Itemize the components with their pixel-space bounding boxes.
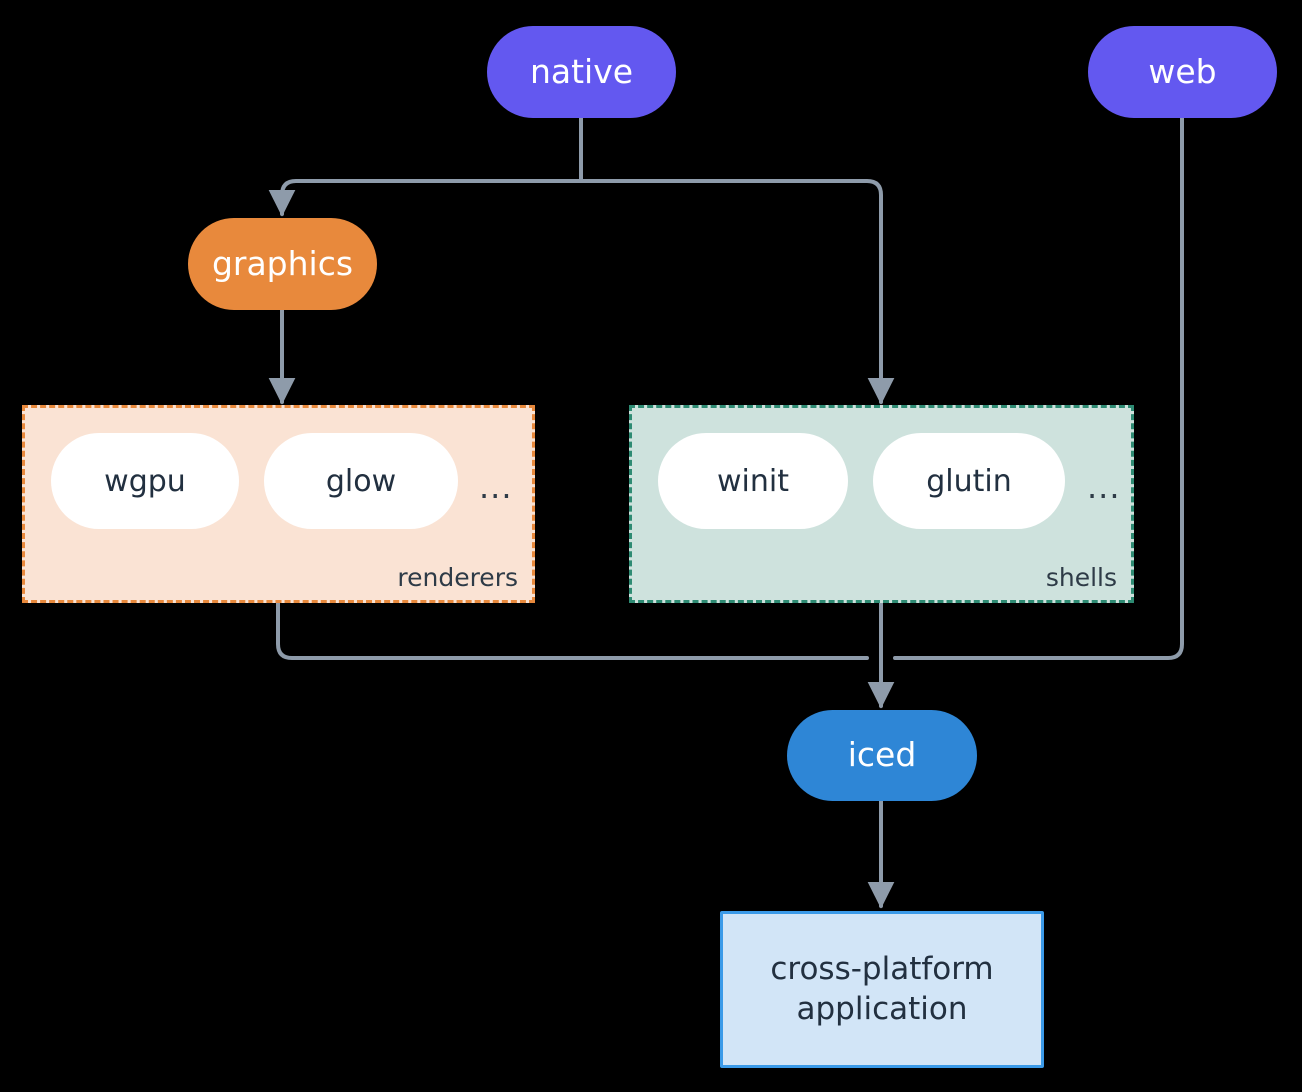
node-web[interactable]: web	[1088, 26, 1277, 118]
group-renderers: wgpu glow ... renderers	[22, 405, 535, 603]
group-renderers-label: renderers	[397, 563, 518, 592]
node-application-line2: application	[796, 990, 968, 1027]
group-shells-label: shells	[1045, 563, 1117, 592]
node-native-label: native	[529, 51, 634, 91]
chip-glutin-label: glutin	[926, 463, 1012, 499]
chip-glow-label: glow	[325, 463, 397, 499]
chip-winit-label: winit	[717, 463, 789, 499]
edge-native-to-shells	[579, 179, 895, 405]
group-shells: winit glutin ... shells	[629, 405, 1134, 603]
shells-overflow-ellipsis: ...	[1087, 468, 1121, 506]
edge-native-to-graphics	[268, 179, 583, 217]
node-iced-label: iced	[847, 735, 917, 775]
node-application-line1: cross-platform	[770, 950, 994, 987]
edge-renderers-to-bus	[276, 600, 869, 660]
chip-glow[interactable]: glow	[264, 433, 458, 529]
node-application[interactable]: cross-platform application	[720, 911, 1044, 1068]
chip-wgpu[interactable]: wgpu	[51, 433, 239, 529]
chip-wgpu-label: wgpu	[104, 463, 186, 499]
node-native[interactable]: native	[487, 26, 676, 118]
node-web-label: web	[1148, 51, 1217, 91]
chip-winit[interactable]: winit	[658, 433, 848, 529]
chip-glutin[interactable]: glutin	[873, 433, 1065, 529]
renderers-overflow-ellipsis: ...	[479, 468, 513, 506]
node-graphics-label: graphics	[211, 243, 354, 283]
node-iced[interactable]: iced	[787, 710, 977, 801]
node-graphics[interactable]: graphics	[188, 218, 377, 310]
